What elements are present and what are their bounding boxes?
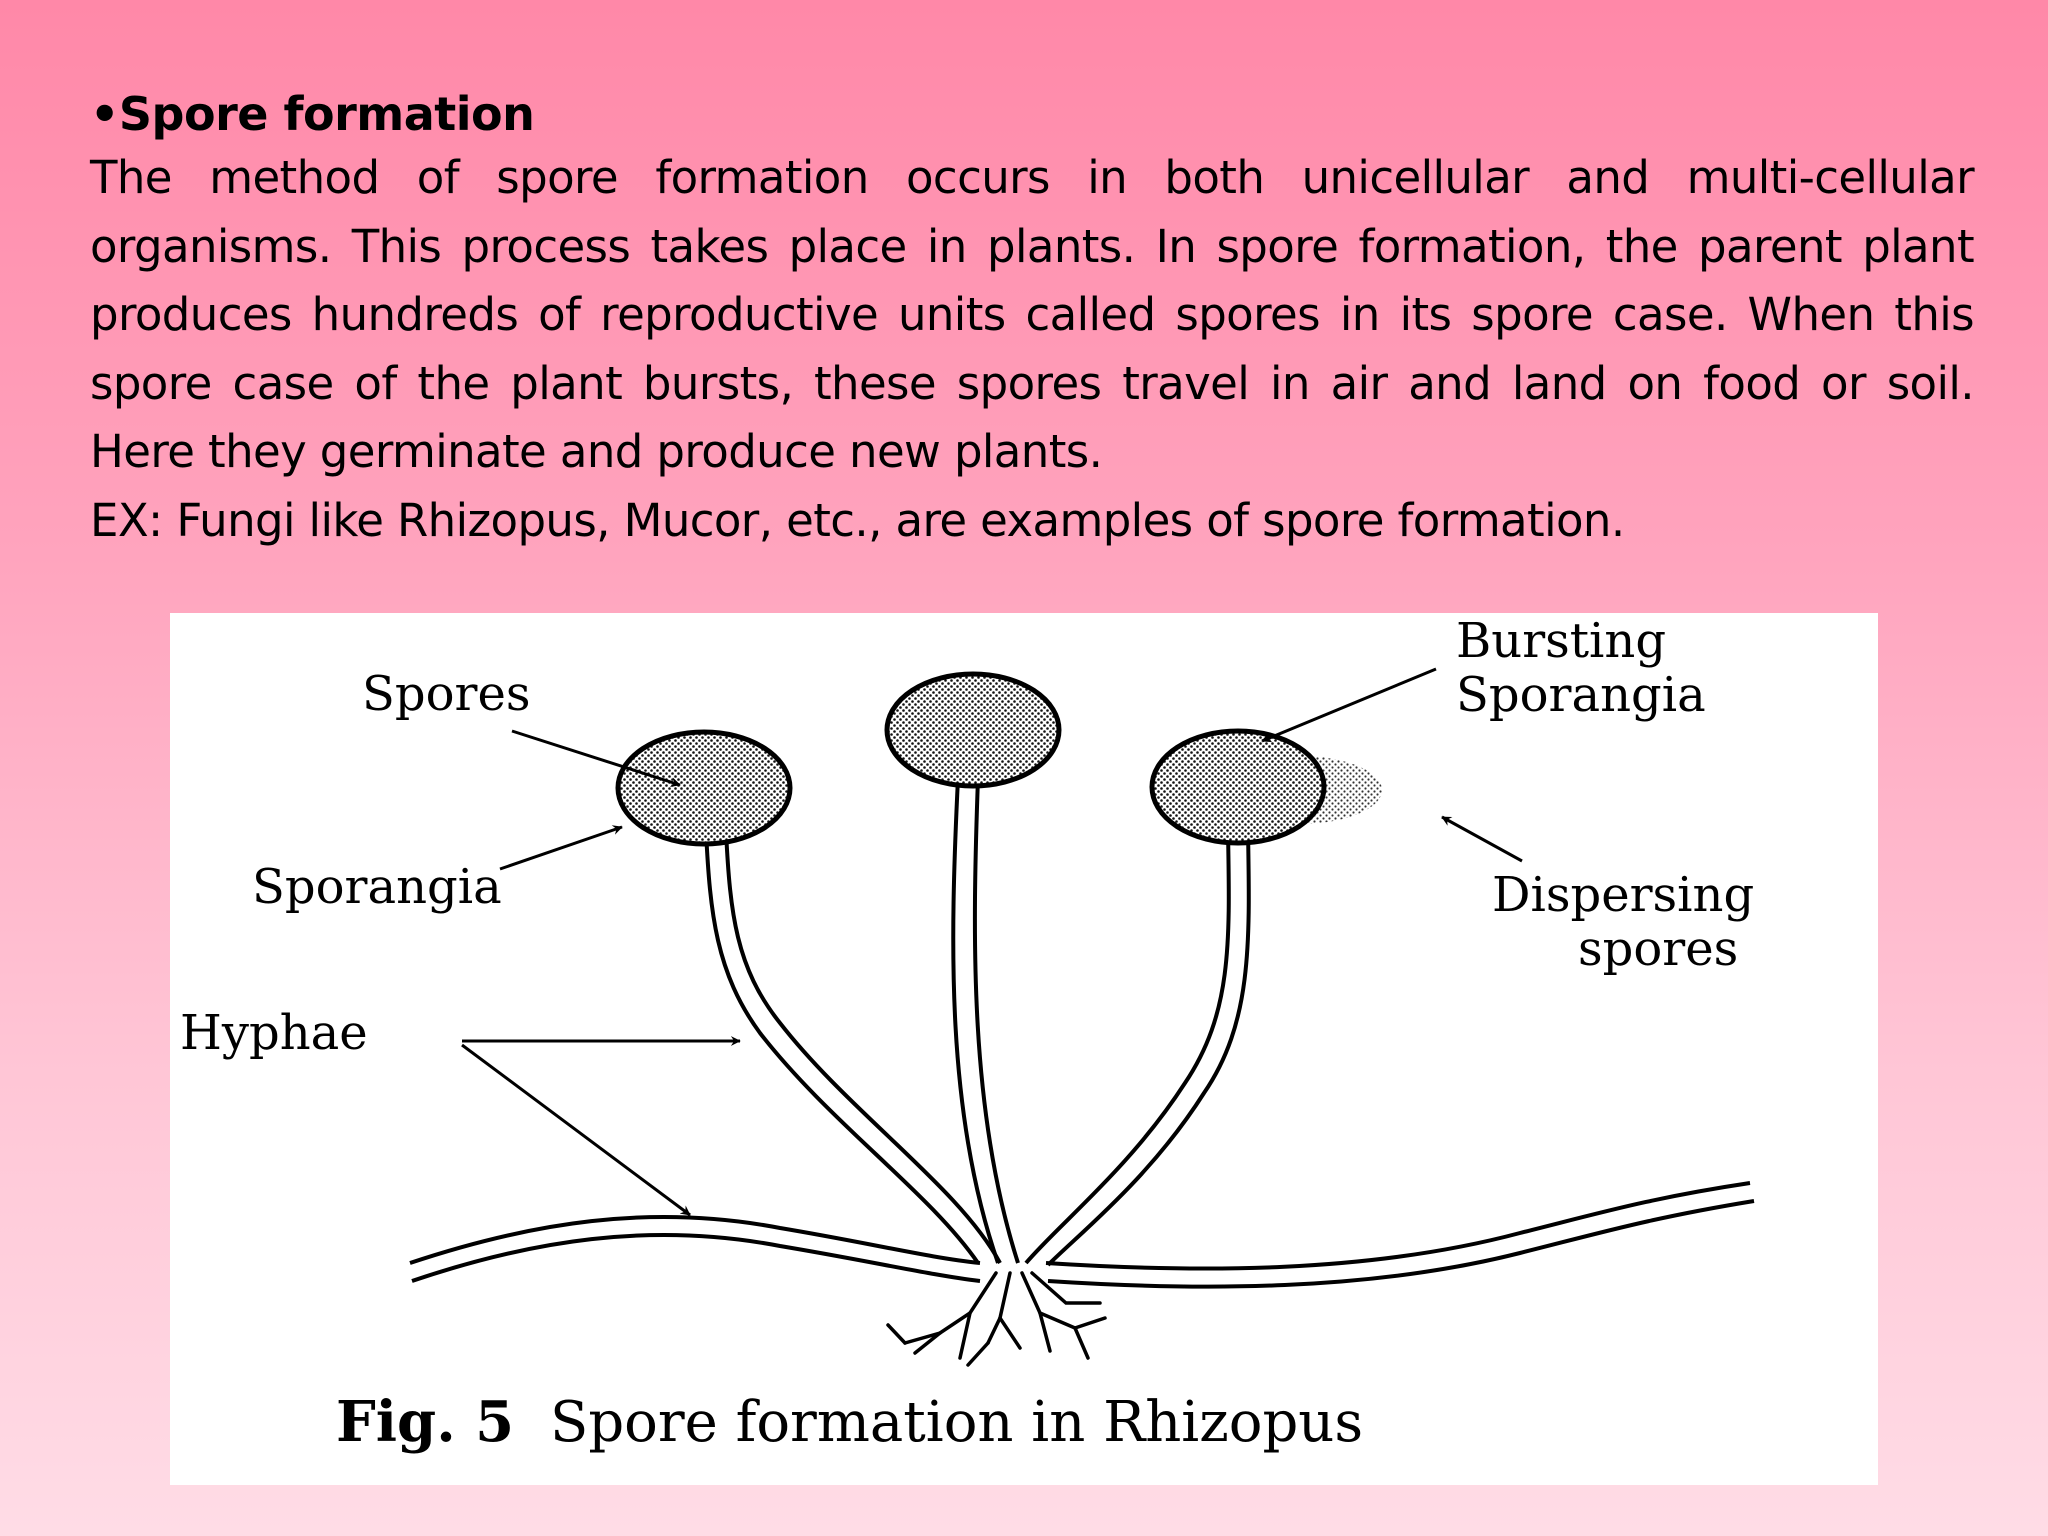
arrow-sporangia (499, 825, 623, 871)
sporangium-left (615, 729, 793, 847)
heading-bullet: • (90, 87, 119, 141)
label-bursting: Bursting (1456, 613, 1666, 669)
label-hyphae: Hyphae (180, 1005, 368, 1061)
arrows (461, 667, 1523, 1217)
slide-text: •Spore formation The method of spore for… (90, 84, 1975, 555)
sporangiophores (704, 777, 1251, 1267)
arrow-bursting (1261, 667, 1437, 743)
arrow-spores (511, 729, 681, 787)
arrow-dispersing (1441, 815, 1523, 863)
caption-text: Spore formation in Rhizopus (550, 1390, 1363, 1455)
label-dispersing: Dispersing (1492, 867, 1754, 923)
caption-fig-number: Fig. 5 (336, 1389, 514, 1455)
arrow-hyphae-lower (461, 1043, 691, 1217)
rhizoids (886, 1271, 1107, 1367)
sporangium-bursting (1149, 728, 1327, 846)
sporangium-middle (884, 671, 1062, 789)
label-sporangia: Sporangia (252, 859, 502, 915)
figure-caption: Fig. 5 Spore formation in Rhizopus (336, 1389, 1363, 1455)
label-spores: Spores (362, 666, 531, 722)
label-dispersing-spores: spores (1578, 921, 1738, 977)
heading: •Spore formation (90, 84, 1974, 144)
rhizopus-diagram: Spores Sporangia Hyphae Bursting Sporang… (180, 613, 1755, 1455)
heading-text: Spore formation (118, 87, 535, 141)
example-text: EX: Fungi like Rhizopus, Mucor, etc., ar… (90, 493, 1625, 547)
label-bursting-sporangia: Sporangia (1456, 667, 1706, 723)
stolon-hyphae (409, 1181, 1755, 1289)
rhizopus-figure: Spores Sporangia Hyphae Bursting Sporang… (170, 613, 1878, 1485)
body-paragraph: The method of spore formation occurs in … (90, 151, 1975, 478)
